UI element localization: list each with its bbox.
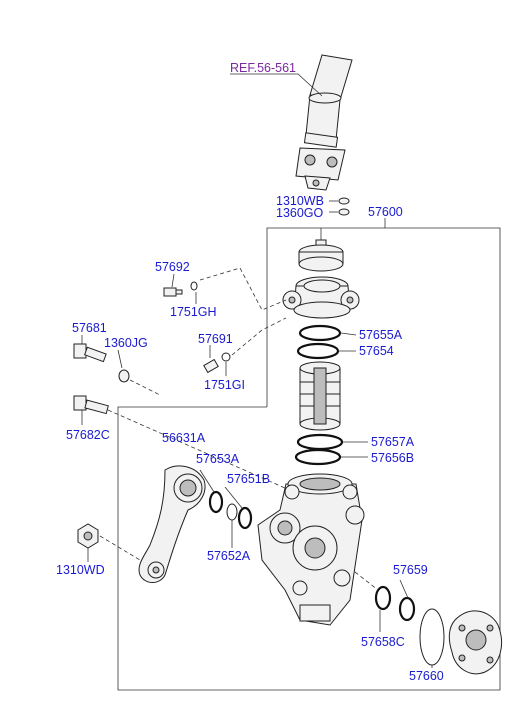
seal-57651b — [237, 506, 253, 530]
gear-housing — [257, 473, 365, 626]
label-57658c: 57658C — [361, 635, 405, 649]
nut-1310wd — [77, 523, 99, 549]
label-57691: 57691 — [198, 332, 233, 346]
label-57654: 57654 — [359, 344, 394, 358]
top-cap — [298, 228, 344, 272]
valve-housing — [282, 276, 360, 319]
label-57656b: 57656B — [371, 451, 414, 465]
bolt-57682c — [73, 395, 109, 415]
label-57682c: 57682C — [66, 428, 110, 442]
label-56631a: 56631A — [162, 431, 206, 445]
ring-57659 — [398, 596, 416, 622]
fitting-57692 — [163, 287, 183, 297]
washer-1360go — [338, 208, 350, 216]
ref-leader — [230, 73, 323, 97]
label-57652a: 57652A — [207, 549, 251, 563]
label-57659: 57659 — [393, 563, 428, 577]
o-ring-57660 — [419, 608, 445, 666]
label-57600: 57600 — [368, 205, 403, 219]
washer-1310wb — [338, 197, 350, 205]
label-1751gi: 1751GI — [204, 378, 245, 392]
label-1360go: 1360GO — [276, 206, 324, 220]
ref-label: REF.56-561 — [230, 61, 296, 75]
seal-57658c — [374, 585, 392, 611]
label-57692: 57692 — [155, 260, 190, 274]
label-1310wb: 1310WB — [276, 194, 324, 208]
o-ring-57656b — [294, 448, 342, 466]
label-57681: 57681 — [72, 321, 107, 335]
label-1751gh: 1751GH — [170, 305, 217, 319]
o-ring-57654 — [296, 342, 340, 360]
fitting-57691 — [203, 358, 219, 374]
assembly-frame — [117, 218, 501, 691]
label-1360jg: 1360JG — [104, 336, 148, 350]
o-ring-1751gi — [221, 352, 231, 362]
label-57660: 57660 — [409, 669, 444, 683]
steering-column-shaft — [295, 54, 353, 191]
label-1310wd: 1310WD — [56, 563, 105, 577]
label-57655a: 57655A — [359, 328, 403, 342]
washer-1360jg — [118, 369, 130, 383]
o-ring-1751gh — [190, 281, 198, 291]
label-57651b: 57651B — [227, 472, 270, 486]
ring-57652a — [226, 503, 238, 521]
valve-spool — [299, 361, 341, 431]
end-cover-57660 — [448, 610, 502, 675]
o-ring-57655a — [298, 324, 342, 342]
label-57653a: 57653A — [196, 452, 240, 466]
label-57657a: 57657A — [371, 435, 415, 449]
pitman-arm — [138, 465, 206, 583]
o-ring-57657a — [296, 433, 344, 451]
bolt-57681 — [73, 343, 107, 363]
seal-57653a — [208, 490, 224, 514]
